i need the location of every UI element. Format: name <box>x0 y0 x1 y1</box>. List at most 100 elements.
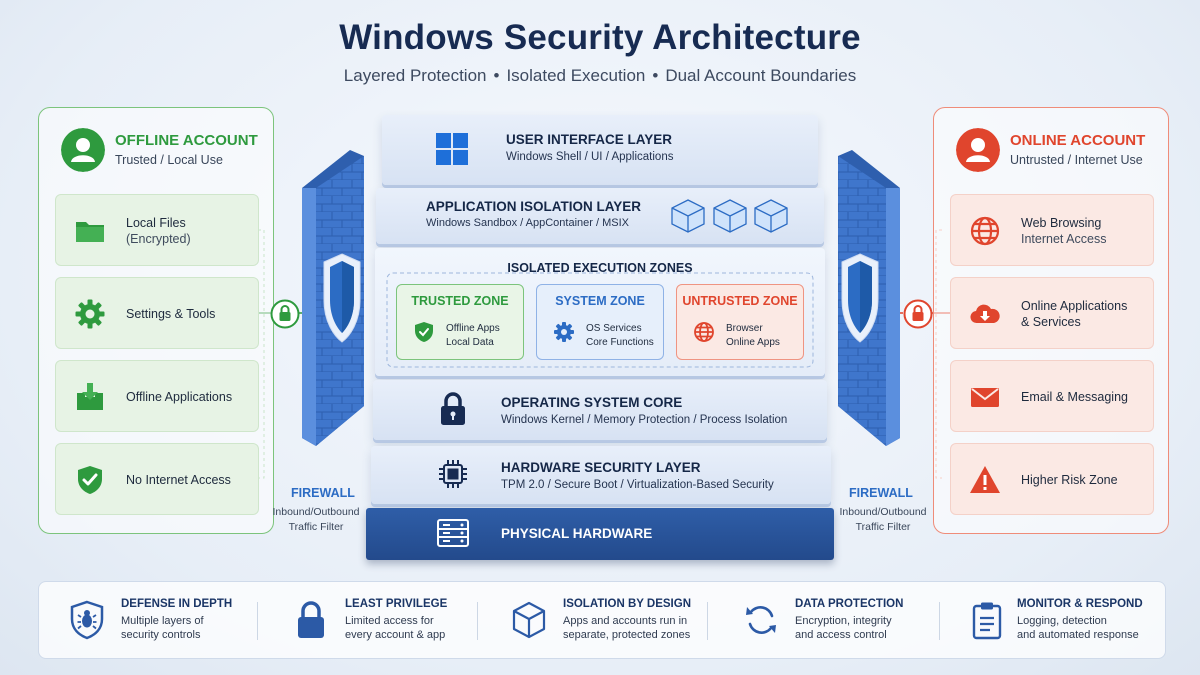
gear-icon <box>75 299 105 329</box>
cube-icon <box>512 601 546 639</box>
firewall-sublabel-right: Inbound/Outbound Traffic Filter <box>833 505 933 535</box>
online-account-panel: ONLINE ACCOUNT Untrusted / Internet Use … <box>933 107 1169 534</box>
layer-subtitle: TPM 2.0 / Secure Boot / Virtualization-B… <box>501 479 774 491</box>
gear-icon <box>554 322 574 342</box>
firewall-sub-line: Traffic Filter <box>288 521 344 533</box>
layer-os-core: OPERATING SYSTEM CORE Windows Kernel / M… <box>373 380 827 440</box>
principles-bar: DEFENSE IN DEPTH Multiple layers of secu… <box>38 581 1166 659</box>
divider <box>257 602 258 640</box>
online-account-subtitle: Untrusted / Internet Use <box>1010 153 1143 167</box>
principle-title: DATA PROTECTION <box>795 598 904 610</box>
envelope-icon <box>971 388 999 407</box>
principle-line: Logging, detection <box>1017 615 1107 627</box>
untrusted-zone: UNTRUSTED ZONE Browser Online Apps <box>676 284 804 360</box>
firewall-label-left: FIREWALL <box>291 486 355 500</box>
zone-line: OS Services <box>586 323 642 334</box>
principle-line: Apps and accounts run in <box>563 615 688 627</box>
subtitle-separator: • <box>652 66 659 85</box>
online-account-title: ONLINE ACCOUNT <box>1010 132 1146 149</box>
padlock-icon <box>903 299 933 329</box>
padlock-icon <box>270 299 300 329</box>
principle-line: Multiple layers of <box>121 615 204 627</box>
zone-line: Browser <box>726 323 763 334</box>
offline-item-local-files: Local Files (Encrypted) <box>55 194 259 266</box>
principle-line: and access control <box>795 629 887 641</box>
offline-item-no-internet: No Internet Access <box>55 443 259 515</box>
layer-subtitle: Windows Shell / UI / Applications <box>506 151 674 163</box>
layer-user-interface: USER INTERFACE LAYER Windows Shell / UI … <box>382 115 818 185</box>
principle-title: DEFENSE IN DEPTH <box>121 598 233 610</box>
zone-line: Local Data <box>446 337 494 348</box>
layer-physical-hardware: PHYSICAL HARDWARE <box>366 508 834 560</box>
divider <box>707 602 708 640</box>
divider <box>939 602 940 640</box>
principle-title: MONITOR & RESPOND <box>1017 598 1143 610</box>
offline-item-label: Offline Applications <box>126 390 233 404</box>
subtitle-part: Dual Account Boundaries <box>665 66 857 85</box>
offline-item-label: Local Files <box>126 216 186 230</box>
principle-isolation-by-design: ISOLATION BY DESIGN Apps and accounts ru… <box>481 582 701 660</box>
warning-icon <box>970 466 1000 493</box>
offline-item-settings: Settings & Tools <box>55 277 259 349</box>
principle-least-privilege: LEAST PRIVILEGE Limited access for every… <box>263 582 483 660</box>
principle-line: Encryption, integrity <box>795 615 892 627</box>
zones-dashed-border <box>386 272 814 368</box>
layer-subtitle: Windows Kernel / Memory Protection / Pro… <box>501 414 788 426</box>
sync-icon <box>746 606 776 634</box>
trusted-zone: TRUSTED ZONE Offline Apps Local Data <box>396 284 524 360</box>
shield-icon <box>323 253 361 343</box>
principle-line: and automated response <box>1017 629 1139 641</box>
offline-item-applications: Offline Applications <box>55 360 259 432</box>
subtitle-part: Layered Protection <box>343 66 487 85</box>
folder-icon <box>76 222 104 242</box>
principle-line: security controls <box>121 629 201 641</box>
layer-title: APPLICATION ISOLATION LAYER <box>426 199 642 214</box>
firewall-wall-right <box>838 150 900 446</box>
server-icon <box>437 519 469 547</box>
online-item-email: Email & Messaging <box>950 360 1154 432</box>
online-item-web-browsing: Web Browsing Internet Access <box>950 194 1154 266</box>
offline-account-panel: OFFLINE ACCOUNT Trusted / Local Use Loca… <box>38 107 274 534</box>
offline-item-sublabel: (Encrypted) <box>126 232 191 246</box>
subtitle-part: Isolated Execution <box>506 66 646 85</box>
layer-title: PHYSICAL HARDWARE <box>501 526 653 541</box>
shield-check-icon <box>78 466 102 494</box>
clipboard-icon <box>972 602 1002 640</box>
zone-line: Online Apps <box>726 337 780 348</box>
system-zone: SYSTEM ZONE OS Services Core Functions <box>536 284 664 360</box>
online-item-label: Higher Risk Zone <box>1021 473 1118 487</box>
layer-title: OPERATING SYSTEM CORE <box>501 395 683 410</box>
layer-application-isolation: APPLICATION ISOLATION LAYER Windows Sand… <box>376 188 824 244</box>
page-subtitle: Layered Protection • Isolated Execution • Du… <box>0 66 1200 86</box>
user-avatar-icon <box>61 128 105 172</box>
cube-icons <box>671 199 788 233</box>
padlock-icon <box>298 601 324 638</box>
firewall-sub-line: Inbound/Outbound <box>839 506 927 518</box>
globe-icon <box>970 216 1000 246</box>
layer-title: HARDWARE SECURITY LAYER <box>501 460 701 475</box>
online-item-higher-risk: Higher Risk Zone <box>950 443 1154 515</box>
online-item-sublabel: Internet Access <box>1021 232 1107 246</box>
shield-check-icon <box>415 322 433 342</box>
principle-line: every account & app <box>345 629 446 641</box>
layer-hardware-security: HARDWARE SECURITY LAYER TPM 2.0 / Secure… <box>371 446 831 504</box>
principle-line: separate, protected zones <box>563 629 691 641</box>
user-avatar-icon <box>956 128 1000 172</box>
layer-title: USER INTERFACE LAYER <box>506 132 673 147</box>
divider <box>477 602 478 640</box>
zone-title: UNTRUSTED ZONE <box>682 294 798 308</box>
firewall-sub-line: Inbound/Outbound <box>272 506 360 518</box>
principle-line: Limited access for <box>345 615 434 627</box>
offline-item-label: Settings & Tools <box>126 307 216 321</box>
subtitle-separator: • <box>493 66 500 85</box>
firewall-sublabel-left: Inbound/Outbound Traffic Filter <box>266 505 366 535</box>
zone-title: SYSTEM ZONE <box>555 294 645 308</box>
offline-account-title: OFFLINE ACCOUNT <box>115 132 258 149</box>
zones-title: ISOLATED EXECUTION ZONES <box>507 261 693 275</box>
offline-account-header: OFFLINE ACCOUNT Trusted / Local Use <box>61 128 271 174</box>
firewall-sub-line: Traffic Filter <box>855 521 911 533</box>
online-item-label: Web Browsing <box>1021 216 1102 230</box>
principle-data-protection: DATA PROTECTION Encryption, integrity an… <box>713 582 933 660</box>
padlock-icon <box>441 392 465 425</box>
chip-icon <box>439 460 467 488</box>
